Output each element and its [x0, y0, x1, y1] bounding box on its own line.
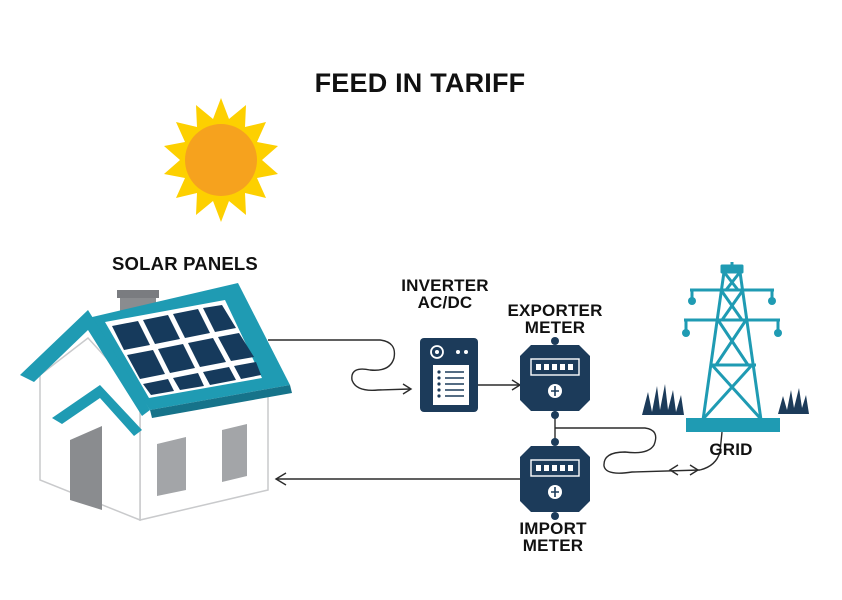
- house-window-right: [222, 424, 247, 482]
- label-grid: GRID: [709, 440, 753, 459]
- import-meter-icon: [520, 438, 590, 520]
- wire-panels-to-inverter: [268, 339, 411, 391]
- house-window-left: [157, 437, 186, 496]
- house-side-wall: [39, 336, 141, 522]
- tower-base: [686, 418, 780, 432]
- label-exporter-meter: EXPORTER METER: [495, 302, 615, 336]
- exporter-meter-icon: [520, 337, 590, 419]
- wire-to-grid: [555, 427, 701, 474]
- label-import-meter: IMPORT METER: [498, 520, 608, 554]
- tower-insulators: [682, 297, 782, 337]
- inverter-icon: [420, 338, 478, 412]
- label-exporter-line1: EXPORTER: [507, 301, 603, 320]
- solar-panel-array: [105, 300, 262, 398]
- label-inverter-line1: INVERTER: [401, 276, 489, 295]
- label-inverter: INVERTER AC/DC: [390, 277, 500, 311]
- label-inverter-line2: AC/DC: [417, 293, 473, 312]
- label-exporter-line2: METER: [524, 318, 586, 337]
- house-door: [70, 426, 102, 510]
- grass-icon: [642, 384, 684, 415]
- transmission-tower-icon: [684, 262, 780, 421]
- porch-roof: [52, 385, 142, 436]
- sun-icon: [164, 98, 278, 222]
- grass-icon-right: [778, 388, 809, 414]
- label-solar-panels: SOLAR PANELS: [112, 253, 258, 274]
- diagram-title: FEED IN TARIFF: [314, 68, 526, 98]
- label-import-line1: IMPORT: [519, 519, 587, 538]
- label-import-line2: METER: [522, 536, 584, 555]
